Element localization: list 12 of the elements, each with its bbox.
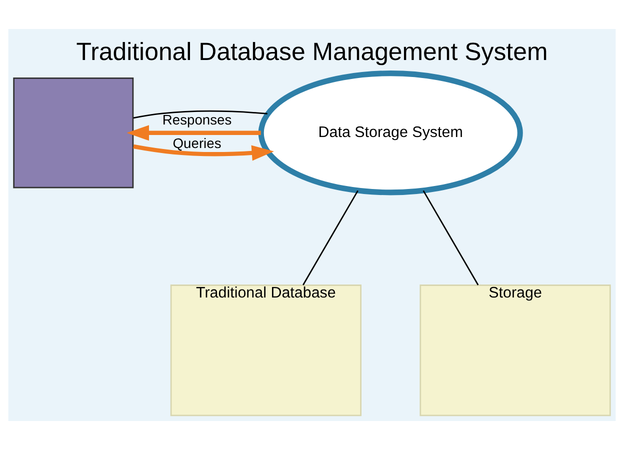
node-box: Storage [420, 284, 611, 416]
arrow [133, 144, 274, 161]
connector [133, 110, 268, 119]
node-box: Traditional Database [170, 284, 362, 416]
node-box [13, 77, 134, 188]
connector [302, 190, 358, 286]
arrow [126, 125, 261, 141]
node-ellipse: Data Storage System [258, 70, 523, 196]
edge-label: Queries [172, 135, 222, 152]
diagram-title: Traditional Database Management System [76, 38, 548, 66]
edge-label: Responses [162, 112, 232, 128]
connector [422, 190, 479, 286]
